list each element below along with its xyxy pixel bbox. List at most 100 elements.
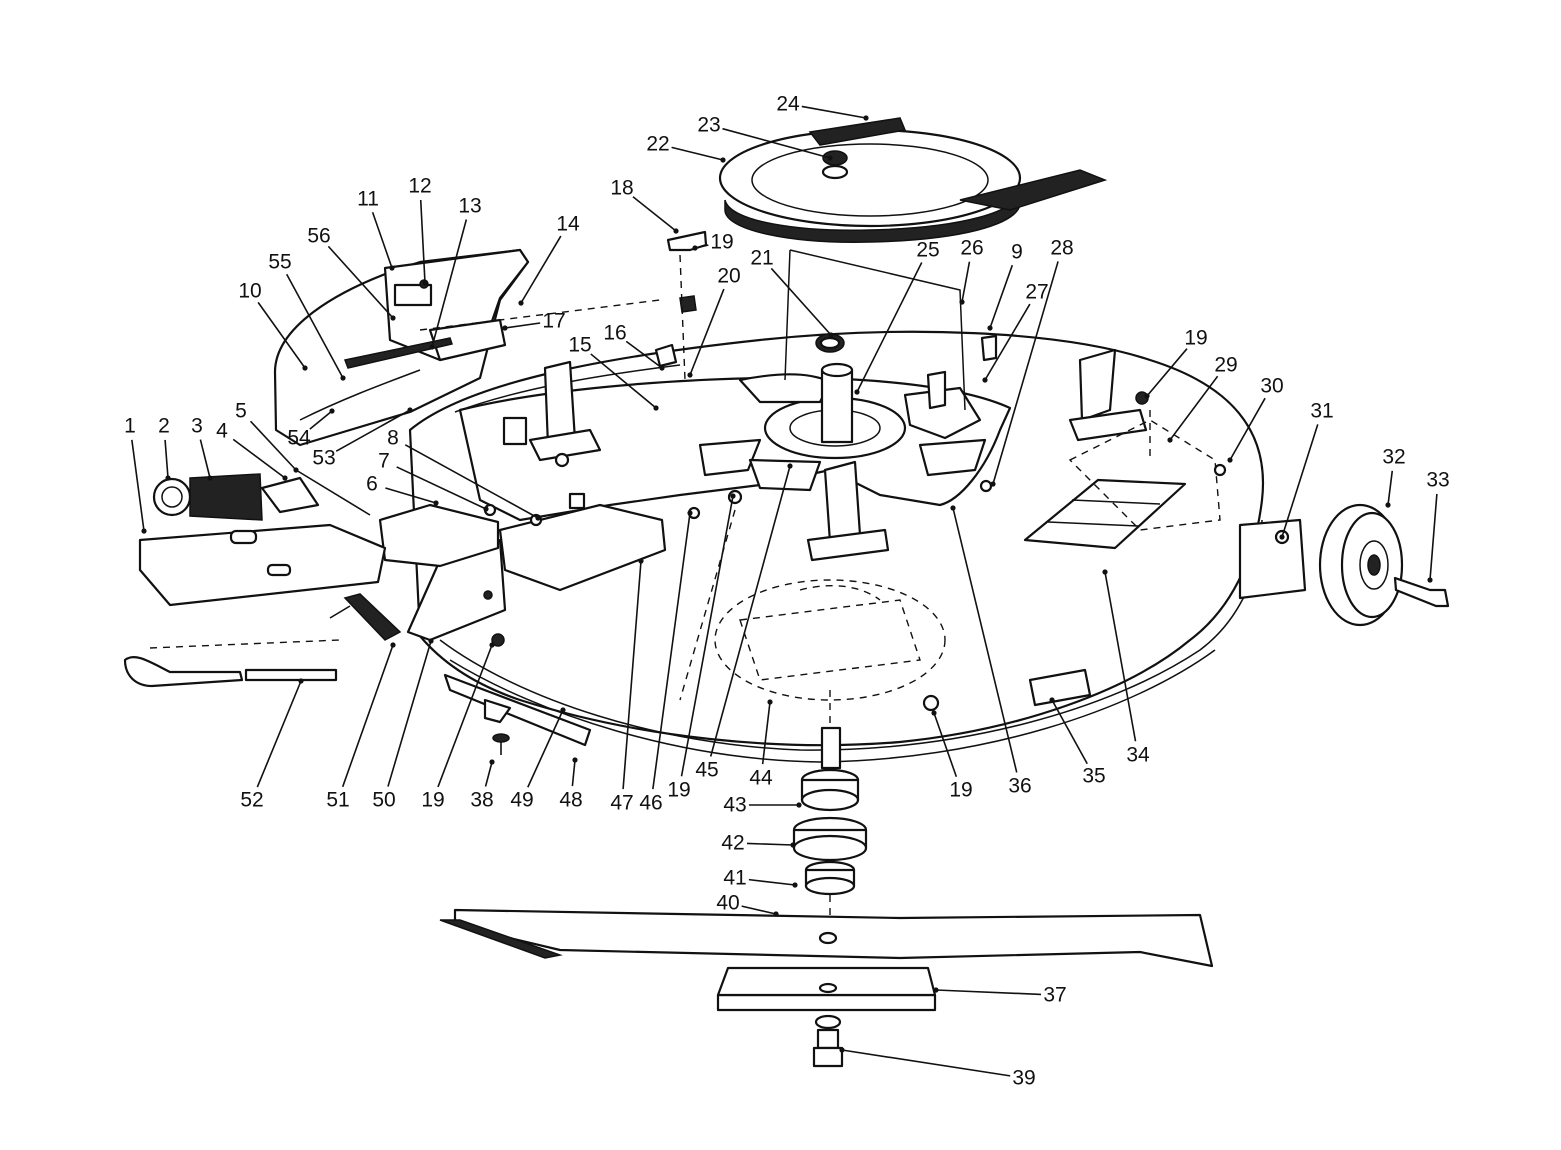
callout-leader [935,989,1042,996]
callout-tip [407,407,413,413]
callout-leader [371,211,393,269]
callout-leader [232,438,286,479]
callout-tip [933,987,939,993]
part-number-label: 56 [307,225,330,248]
belt-guide-rod [784,249,966,411]
part-number-label: 23 [697,114,720,137]
part-number-label: 30 [1260,375,1283,398]
callout-leader [437,644,493,788]
callout-leader [741,905,777,915]
part-number-label: 33 [1426,469,1449,492]
callout-leader [1281,424,1319,538]
callout-leader [761,701,771,765]
callout-leader [341,644,394,788]
callout-tip [422,280,428,286]
callout-leader [131,439,145,532]
callout-leader [484,761,493,787]
mower-blade [439,908,1214,968]
part-number-label: 9 [1011,241,1023,264]
blade-stiffener [716,966,937,1012]
callout-tip [687,510,693,516]
rub-strip [443,673,592,747]
callout-leader [632,196,677,232]
callout-tip [433,500,439,506]
part-number-label: 45 [695,759,718,782]
part-number-label: 18 [610,177,633,200]
part-number-label: 19 [710,231,733,254]
part-number-label: 20 [717,265,740,288]
part-number-label: 8 [387,427,399,450]
callout-tip [987,325,993,331]
callout-tip [796,802,802,808]
callout-tip [489,759,495,765]
part-number-label: 49 [510,789,533,812]
part-number-label: 36 [1008,775,1031,798]
callout-leader [671,146,724,161]
blade-bolt [812,1014,844,1068]
part-number-label: 29 [1214,354,1237,377]
part-number-label: 42 [721,832,744,855]
callout-tip [489,642,495,648]
tension-spring [152,473,320,521]
callout-leader [571,759,576,787]
part-number-label: 26 [960,237,983,260]
callout-tip [483,506,489,512]
callout-tip [790,842,796,848]
callout-leader [520,235,562,304]
part-number-label: 38 [470,789,493,812]
callout-tip [428,638,434,644]
part-number-label: 27 [1025,281,1048,304]
part-number-label: 19 [1184,327,1207,350]
carriage-bolt [492,733,510,755]
part-number-label: 7 [378,450,390,473]
callout-leader [249,420,297,471]
part-number-label: 37 [1043,984,1066,1007]
part-number-label: 24 [776,93,800,116]
part-number-label: 34 [1126,744,1150,767]
front-axle-bar [138,523,387,607]
callout-tip [1279,534,1285,540]
callout-leader [396,466,487,510]
callout-leader [722,127,831,159]
callout-tip [673,228,679,234]
callout-tip [839,1047,845,1053]
part-number-label: 15 [568,334,591,357]
callout-leader [164,439,169,479]
deck-decals [1023,419,1221,707]
part-number-label: 5 [235,400,247,423]
callout-tip [329,408,335,414]
part-number-label: 43 [723,794,746,817]
callout-tip [1049,697,1055,703]
part-number-label: 6 [366,473,378,496]
part-number-label: 22 [646,133,669,156]
callout-leader [1387,470,1394,506]
callout-tip [828,332,834,338]
part-number-label: 25 [916,239,939,262]
part-number-label: 4 [216,420,228,443]
callout-tip [990,481,996,487]
callout-tip [653,405,659,411]
part-number-label: 10 [238,280,261,303]
part-number-label: 54 [287,427,311,450]
belt-cover [343,248,530,369]
callout-tip [1102,569,1108,575]
part-number-label: 44 [749,767,773,790]
callout-tip [429,344,435,350]
lift-spring [329,593,402,641]
callout-tip [950,505,956,511]
callout-tip [1167,437,1173,443]
height-adjust-bracket [498,492,667,592]
callout-leader [335,409,411,452]
callout-tip [282,475,288,481]
drive-pulley [718,117,1108,243]
callout-tip [1385,502,1391,508]
callout-leader [1146,348,1188,397]
part-number-label: 28 [1050,237,1073,260]
part-number-label: 2 [158,415,170,438]
callout-tip [207,475,213,481]
part-number-label: 32 [1382,446,1405,469]
callout-leader [199,439,211,479]
callout-tip [638,558,644,564]
callout-tip [730,493,736,499]
callout-leader [689,288,725,376]
